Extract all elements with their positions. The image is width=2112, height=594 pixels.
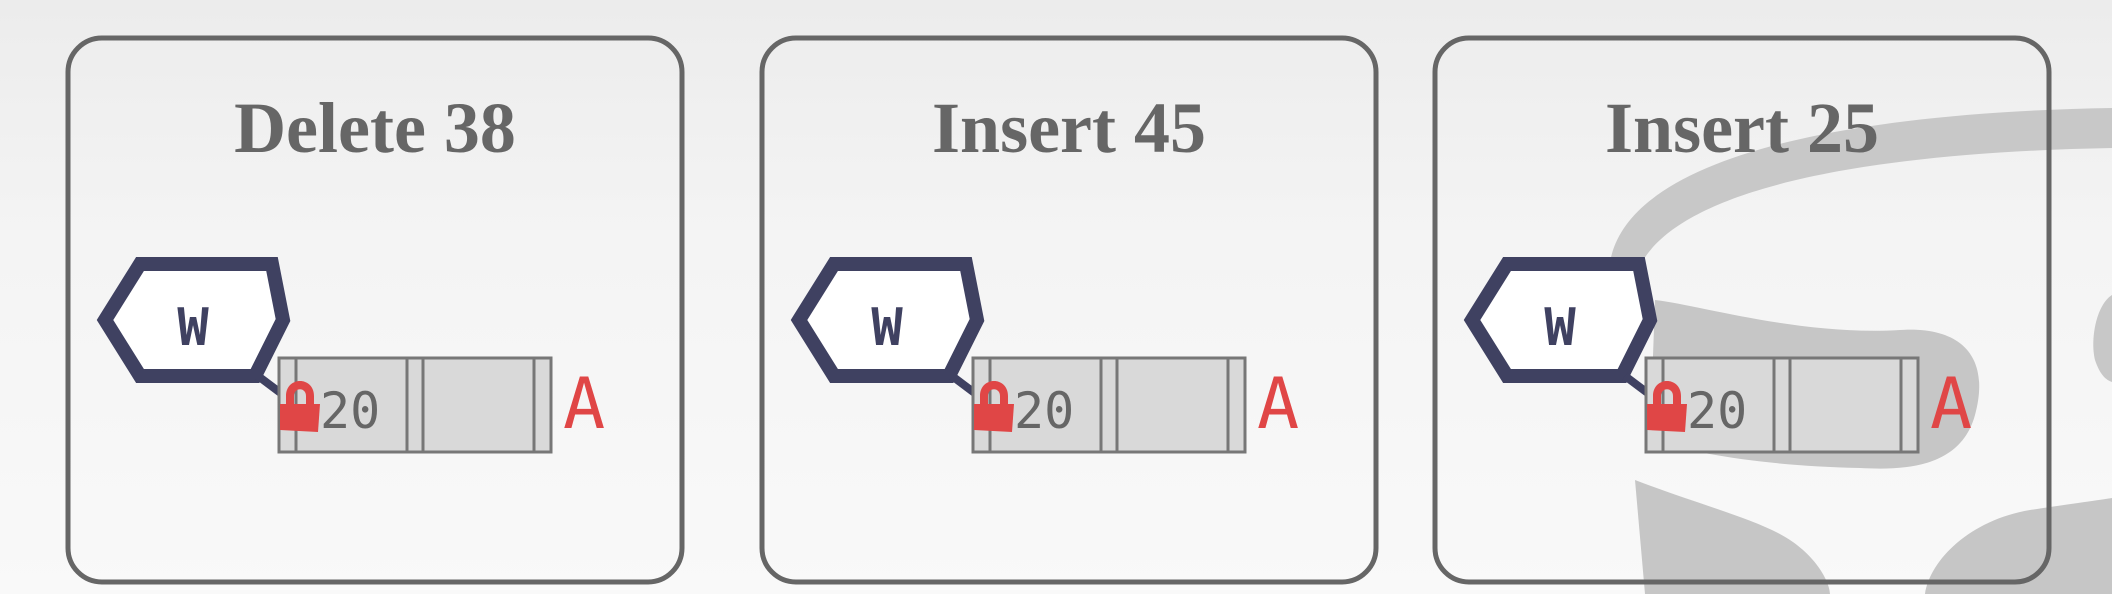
write-latch-label: W [177, 298, 209, 358]
node-box [1644, 356, 1920, 454]
database-watermark-icon [1610, 108, 2112, 594]
write-latch-icon [96, 257, 291, 383]
node-label: A [1257, 363, 1299, 445]
node-key: 20 [320, 382, 380, 440]
panel-frame [1432, 35, 2052, 585]
operation-title: Insert 45 [932, 88, 1206, 168]
node-label: A [563, 363, 605, 445]
write-latch-label: W [1544, 298, 1576, 358]
operation-panel: Insert 25 W 20 A [1432, 35, 2052, 585]
padlock-icon [280, 381, 320, 432]
btree-node: 20 [971, 356, 1247, 454]
operation-panel: Delete 38 W 20 A [65, 35, 685, 585]
node-key: 20 [1014, 382, 1074, 440]
node-label: A [1930, 363, 1972, 445]
operation-title: Delete 38 [234, 88, 516, 168]
panel-frame [65, 35, 685, 585]
panel-frame [759, 35, 1379, 585]
write-latch-label: W [871, 298, 903, 358]
node-box [277, 356, 553, 454]
btree-node: 20 [277, 356, 553, 454]
write-latch-icon [790, 257, 985, 383]
operation-panel: Insert 45 W 20 A [759, 35, 1379, 585]
write-latch-icon [1463, 257, 1658, 383]
padlock-icon [974, 381, 1014, 432]
node-key: 20 [1687, 382, 1747, 440]
node-box [971, 356, 1247, 454]
padlock-icon [1647, 381, 1687, 432]
operation-title: Insert 25 [1605, 88, 1879, 168]
btree-node: 20 [1644, 356, 1920, 454]
